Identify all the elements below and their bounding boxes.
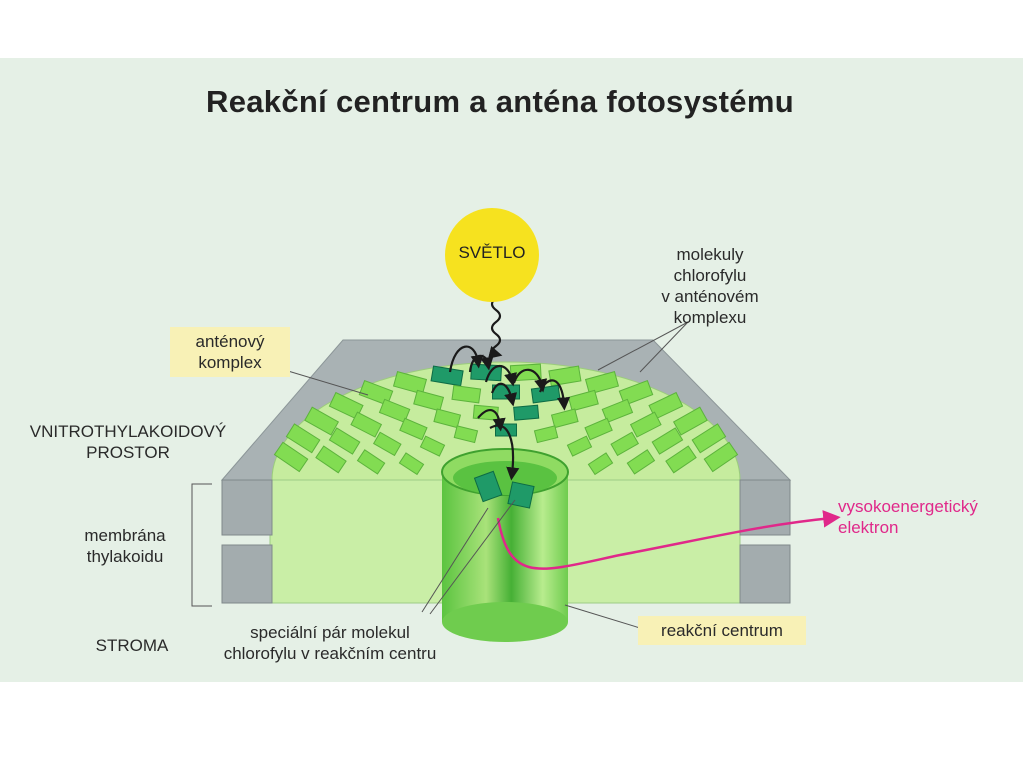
antenna-chlorophyll-tile	[451, 384, 482, 404]
antenna-chlorophyll-tile	[356, 449, 386, 475]
leader-lines	[277, 321, 689, 629]
antenna-chlorophyll-tile	[328, 427, 361, 455]
sun-icon	[445, 208, 539, 302]
antenna-chlorophyll-tile	[651, 427, 684, 455]
antenna-chlorophyll-tile	[566, 435, 593, 457]
antenna-chlorophyll-tile	[513, 404, 540, 421]
reaction-center-cylinder-bottom	[442, 602, 568, 642]
reaction-center-inner	[453, 461, 557, 495]
light-label: SVĚTLO	[458, 243, 526, 262]
antenna-chlorophyll-tile	[430, 365, 464, 387]
antenna-chlorophyll-tile	[584, 370, 620, 395]
antenna-chlorophyll-tile	[533, 425, 559, 444]
antenna-molecules-label: molekuly chlorofylu v anténovém komplexu	[661, 245, 759, 327]
antenna-chlorophyll-tile	[419, 435, 446, 457]
antenna-chlorophyll-tile	[273, 441, 309, 473]
membrane-left-end-upper	[221, 479, 273, 536]
antenna-chlorophyll-tile	[350, 411, 383, 438]
antenna-chlorophyll-tile	[378, 398, 411, 424]
reaction-center-label: reakční centrum	[638, 616, 806, 645]
antenna-chlorophyll-tile	[315, 445, 347, 474]
antenna-chlorophyll-tile	[372, 431, 402, 457]
membrane-right-end-lower	[739, 544, 791, 604]
electron-path	[496, 510, 841, 570]
membrane-label: membrána thylakoidu	[84, 526, 166, 566]
antenna-complex-label: anténový komplex	[170, 327, 290, 377]
antenna-chlorophyll-tile	[665, 445, 697, 474]
antenna-chlorophyll-tile	[304, 406, 340, 436]
antenna-chlorophyll-tile	[648, 391, 684, 420]
page-title: Reakční centrum a anténa fotosystému	[206, 84, 794, 119]
special-pair-chlorophyll-1	[473, 470, 503, 503]
antenna-chlorophyll-tile	[392, 370, 428, 395]
antenna-chlorophyll-tile	[703, 441, 739, 473]
special-pair-label: speciální pár molekul chlorofylu v reakč…	[223, 623, 437, 663]
energy-transfer-arrows	[448, 297, 571, 481]
antenna-chlorophyll-tile	[587, 452, 614, 476]
antenna-chlorophyll-tile	[285, 423, 321, 454]
lumen-label: VNITROTHYLAKOIDOVÝ PROSTOR	[29, 422, 227, 462]
stroma-label: STROMA	[95, 636, 169, 655]
membrane-bracket	[191, 483, 212, 607]
antenna-chlorophyll-tile	[530, 384, 561, 404]
antenna-chlorophyll-tile	[691, 423, 727, 454]
antenna-chlorophyll-tile	[413, 389, 445, 412]
antenna-chlorophyll-tile	[398, 452, 425, 476]
electron-label: vysokoenergetický elektron	[838, 497, 978, 537]
membrane-left-end-lower	[221, 544, 273, 604]
antenna-chlorophyll-tile	[548, 365, 582, 387]
antenna-chlorophyll-tile	[433, 408, 462, 429]
antenna-chlorophyll-tile	[629, 411, 662, 438]
antenna-chlorophyll-tile	[399, 417, 428, 441]
antenna-chlorophyll-tile	[584, 417, 613, 441]
antenna-chlorophyll-tile	[550, 408, 579, 429]
antenna-chlorophyll-tile	[453, 425, 479, 444]
antenna-chlorophyll-tile	[328, 391, 364, 420]
antenna-chlorophyll-tile	[567, 389, 599, 412]
antenna-chlorophyll-tile	[626, 449, 656, 475]
antenna-chlorophyll-tile	[672, 406, 708, 436]
antenna-chlorophyll-tile	[601, 398, 634, 424]
antenna-chlorophyll-tile	[610, 431, 640, 457]
